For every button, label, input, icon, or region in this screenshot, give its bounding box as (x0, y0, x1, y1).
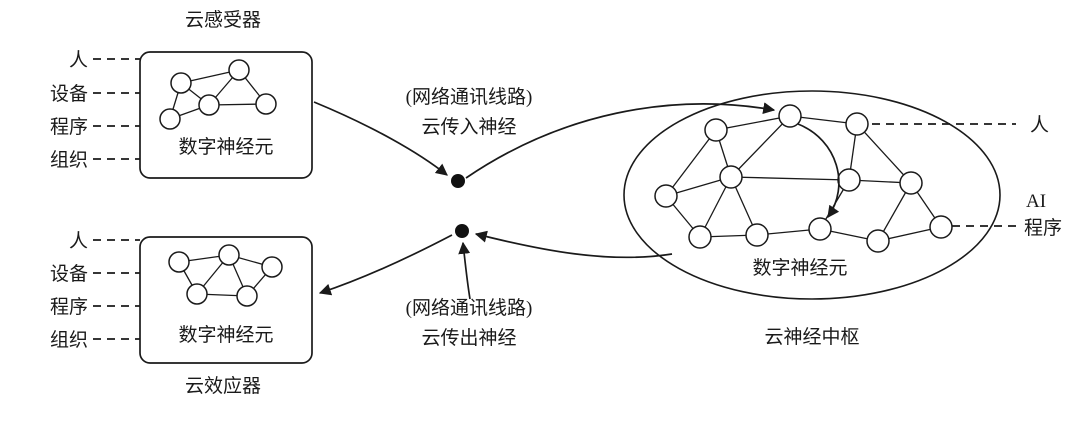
neuron-node (198, 94, 220, 116)
receptor-title: 云感受器 (185, 9, 261, 31)
afferent-channel-label: (网络通讯线路) (406, 86, 533, 108)
neuron-node (654, 184, 678, 208)
neuron-node (261, 256, 283, 278)
center-person-label: 人 (1030, 114, 1049, 136)
neuron-node (719, 165, 743, 189)
effector-input-label: 设备 (50, 263, 88, 285)
neuron-node (168, 251, 190, 273)
center-ai-label: AI (1026, 191, 1046, 212)
center-title: 云神经中枢 (764, 326, 859, 348)
receptor-input-label: 程序 (50, 116, 88, 138)
neuron-node (228, 59, 250, 81)
receptor-input-label: 人 (69, 49, 88, 71)
neuron-node (688, 225, 712, 249)
neuron-node (218, 244, 240, 266)
effector-input-label: 组织 (50, 329, 88, 351)
receptor-to-afferent-arrow (313, 101, 448, 176)
neuron-node (837, 168, 861, 192)
neural-edge (665, 129, 717, 197)
neuron-node (778, 104, 802, 128)
neuron-node (845, 112, 869, 136)
efferent-channel-label: (网络通讯线路) (406, 297, 533, 319)
effector-inputs: 人 设备 程序 组织 (50, 230, 140, 351)
efferent-to-effector-arrow (318, 234, 453, 296)
neuron-node (255, 93, 277, 115)
neuron-node (929, 215, 953, 239)
receptor-neuron-label: 数字神经元 (178, 136, 273, 158)
neuron-node (236, 285, 258, 307)
neural-edge (730, 115, 791, 178)
neural-edge (856, 123, 912, 184)
effector-input-label: 程序 (50, 296, 88, 318)
center-to-efferent-arrow (474, 230, 673, 259)
efferent-label-arrow (458, 241, 471, 300)
efferent-name-label: 云传出神经 (421, 327, 516, 349)
neuron-node (186, 283, 208, 305)
neuron-node (159, 108, 181, 130)
center-internal-arrow (797, 123, 840, 218)
efferent-synapse-dot (455, 224, 469, 238)
effector-title: 云效应器 (185, 375, 261, 397)
effector-input-label: 人 (69, 230, 88, 252)
neuron-node (745, 223, 769, 247)
center-neuron-label: 数字神经元 (752, 257, 847, 279)
neural-edge (715, 115, 791, 131)
receptor-network (159, 59, 277, 130)
receptor-input-label: 组织 (50, 149, 88, 171)
receptor-input-label: 设备 (50, 83, 88, 105)
neuron-node (899, 171, 923, 195)
neuron-node (170, 72, 192, 94)
effector-neuron-label: 数字神经元 (178, 324, 273, 346)
neuron-node (704, 118, 728, 142)
center-network (654, 104, 953, 253)
center-program-label: 程序 (1024, 217, 1062, 239)
neuron-node (866, 229, 890, 253)
afferent-to-center-arrow (465, 102, 776, 179)
center-ellipse (623, 90, 1001, 300)
neural-edge (730, 176, 850, 181)
afferent-name-label: 云传入神经 (421, 116, 516, 138)
afferent-synapse-dot (451, 174, 465, 188)
neuron-node (808, 217, 832, 241)
effector-network (168, 244, 283, 307)
receptor-inputs: 人 设备 程序 组织 (50, 49, 140, 171)
